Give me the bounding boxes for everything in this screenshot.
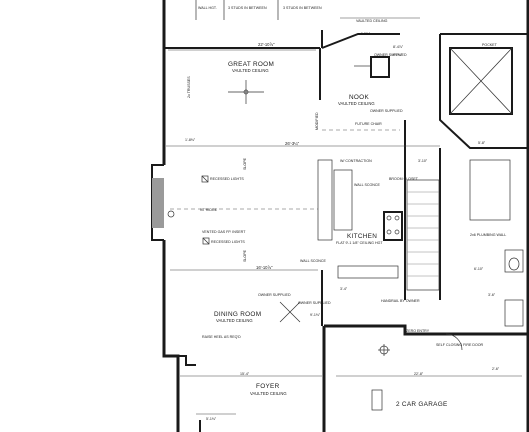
- water-heater-icon: [371, 389, 383, 411]
- dim-9-1-a: 9'-1⅛": [392, 53, 403, 57]
- range-icon: [383, 211, 403, 241]
- kitchen: W/ CONTRACTION KITCHEN FLAT 9'-1 1/8" CE…: [300, 159, 428, 303]
- upper-right-room: POCKET 5'-8" 2x6 PLUMBING WALL 6'-10": [449, 43, 524, 327]
- plumbing-wall-note: 2x6 PLUMBING WALL: [470, 233, 506, 237]
- owner-supplied-3: OWNER SUPPLIED: [258, 293, 291, 297]
- kitchen-ceiling: FLAT 9'-1 1/8" CEILING HGT: [336, 241, 383, 245]
- recessed-light-icon: [201, 175, 209, 183]
- nook-ceiling: VAULTED CEILING: [338, 101, 375, 106]
- zero-entry-note: ZERO ENTRY: [406, 329, 430, 333]
- great-room-ceiling: VAULTED CEILING: [232, 68, 269, 73]
- raise-heel-note: RAISE HEEL AS REQ'D: [202, 335, 241, 339]
- nook-closet: [370, 56, 390, 78]
- kitchen-label: KITCHEN: [347, 233, 377, 240]
- stairs: [406, 179, 440, 291]
- vented-gas-note: VENTED GAS FP. INSERT: [202, 230, 246, 234]
- pocket-note: POCKET: [482, 43, 498, 47]
- wall-height-note: WALL HGT.: [198, 6, 217, 10]
- slope-note-2: SLOPE: [243, 249, 247, 262]
- owner-supplied-4: OWNER SUPPLIED: [298, 301, 331, 305]
- foyer-label: FOYER: [256, 383, 280, 390]
- owner-supplied-1: OWNER SUPPLIED: [370, 109, 403, 113]
- cabinet-block: [469, 159, 511, 221]
- dim-2-6: 2'-6": [492, 367, 500, 371]
- nook: NOOK VAULTED CEILING OWNER SUPPLIED OWNE…: [322, 32, 407, 131]
- garage-label: 2 CAR GARAGE: [396, 401, 448, 408]
- vaulted-note-top: VAULTED CEILING: [356, 19, 388, 23]
- dim-15-4: 15'-4": [240, 372, 250, 376]
- recessed-lights-1: RECESSED LIGHTS: [210, 177, 244, 181]
- contraction-note: W/ CONTRACTION: [340, 159, 372, 163]
- top-notes: WALL HGT. 3 STUDS IN BETWEEN 3 STUDS IN …: [195, 0, 322, 20]
- ceiling-fan-icon: [228, 80, 264, 104]
- dim-3-4: 3'-4": [340, 287, 348, 291]
- walls: [151, 0, 529, 432]
- kitchen-island: [317, 159, 333, 241]
- kitchen-counter: [337, 265, 399, 279]
- dim-22-8: 22'-8": [414, 372, 424, 376]
- fireplace-hearth: [152, 178, 164, 228]
- dim-26-3: 26'-3¼": [285, 141, 300, 146]
- dim-3-10: 3'-10": [418, 159, 428, 163]
- slope-note-1: SLOPE: [243, 157, 247, 170]
- dim-4-2: 4'-2⅞": [360, 32, 371, 36]
- dining-room: 16'-10⅞" SLOPE OWNER SUPPLIED DINING ROO…: [170, 249, 331, 339]
- dim-8-4: 8'-4⅞": [393, 45, 404, 49]
- self-closing-note: SELF CLOSING FIRE DOOR: [436, 343, 484, 347]
- dim-6-10: 6'-10": [474, 267, 484, 271]
- recessed-light-icon-2: [202, 237, 210, 245]
- great-room-label: GREAT ROOM: [228, 61, 274, 68]
- dim-9-1-b: 9'-1⅛": [310, 313, 321, 317]
- broom-closet-note: BROOM CLOSET: [389, 177, 419, 181]
- dining-room-label: DINING ROOM: [214, 311, 261, 318]
- modified-note: MODIFIED: [315, 112, 319, 130]
- handrail-note: HANDRAIL BY OWNER: [381, 299, 420, 303]
- garage: 22'-8" 2 CAR GARAGE SELF CLOSING FIRE DO…: [336, 293, 522, 411]
- truss-note-left: 2x TRUSSES: [187, 76, 191, 98]
- dining-ceiling: VAULTED CEILING: [216, 318, 253, 323]
- tub-icon: [449, 47, 513, 115]
- dim-5-8: 5'-8": [478, 141, 486, 145]
- recessed-lights-2: RECESSED LIGHTS: [211, 240, 245, 244]
- dim-1-8: 1'-8⅛": [185, 138, 196, 142]
- dim-16-10: 16'-10⅞": [256, 265, 273, 270]
- dim-5-1: 5'-1⅛": [206, 417, 217, 421]
- wall-sconce-1: WALL SCONCE: [354, 183, 380, 187]
- studs-note-1: 3 STUDS IN BETWEEN: [228, 6, 267, 10]
- garage-door-swing: [445, 333, 463, 351]
- owner-supplied-2: OWNER SUPPLIED: [374, 53, 407, 57]
- washer-icon: [504, 299, 524, 327]
- fireplace-icon: [167, 210, 175, 218]
- studs-note-2: 3 STUDS IN BETWEEN: [283, 6, 322, 10]
- foyer: 15'-4" FOYER VAULTED CEILING 5'-1⅛": [180, 372, 322, 432]
- wall-sconce-2: WALL SCONCE: [300, 259, 326, 263]
- great-room-width-dim: 22'-10⅞": [258, 42, 275, 47]
- center-dimension: 26'-3¼" 1'-8⅛": [166, 138, 440, 147]
- toilet-icon: [504, 249, 524, 273]
- foyer-ceiling: VAULTED CEILING: [250, 391, 287, 396]
- future-chair-note: FUTURE CHAIR: [355, 122, 382, 126]
- great-room: 22'-10⅞" GREAT ROOM VAULTED CEILING 2x T…: [168, 42, 319, 130]
- misc-dimensions: 8'-4⅞" VAULTED CEILING: [340, 17, 420, 49]
- nook-label: NOOK: [349, 94, 369, 101]
- ridge-note: NT RIDGE: [200, 208, 218, 212]
- fireplace-area: RECESSED LIGHTS NT RIDGE VENTED GAS FP. …: [167, 157, 318, 245]
- dim-3-6: 3'-6": [488, 293, 496, 297]
